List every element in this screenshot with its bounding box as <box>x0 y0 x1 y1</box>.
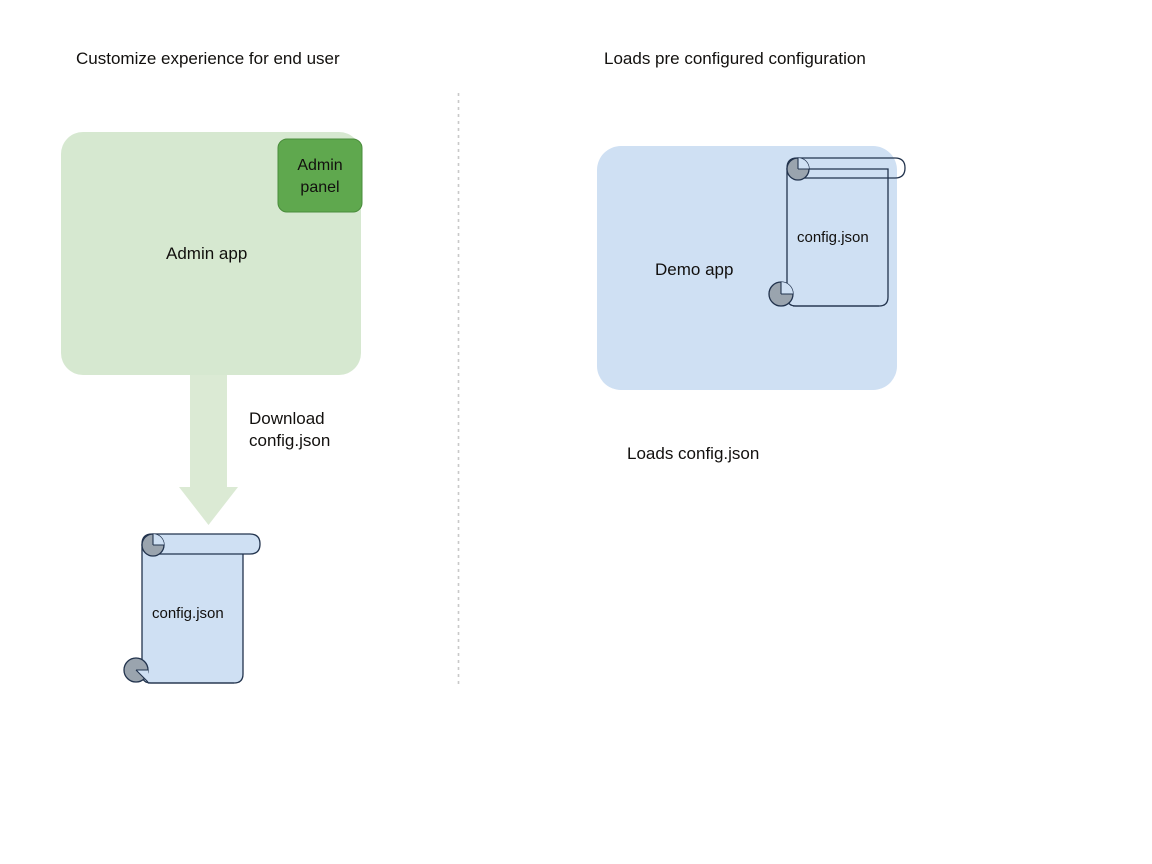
loads-config-caption: Loads config.json <box>627 444 760 463</box>
config-json-document-left <box>123 533 261 684</box>
document-roll-knob-lines <box>152 534 164 546</box>
document-roll-knob-notch <box>153 534 164 545</box>
config-json-label-left: config.json <box>152 605 224 622</box>
document-roll-knob-notch <box>798 158 809 169</box>
left-section-title: Customize experience for end user <box>76 49 340 68</box>
config-json-label-right: config.json <box>797 229 869 246</box>
right-section-title: Loads pre configured configuration <box>604 49 866 68</box>
document-curl-lines <box>780 282 793 295</box>
document-curl-lines <box>135 669 149 683</box>
admin-panel-label: Admin panel <box>297 157 343 196</box>
config-json-document-right <box>768 157 906 307</box>
document-roll-top <box>141 533 261 555</box>
document-roll-top <box>786 157 906 179</box>
admin-panel-box[interactable] <box>277 138 363 213</box>
admin-app-label: Admin app <box>166 244 248 263</box>
demo-app-label: Demo app <box>655 260 734 279</box>
download-arrow <box>179 330 238 525</box>
document-curl-notch <box>781 282 793 294</box>
demo-app-box <box>597 146 897 390</box>
download-arrow-label: Download config.json <box>249 409 331 450</box>
document-roll-knob-lines <box>797 158 809 170</box>
